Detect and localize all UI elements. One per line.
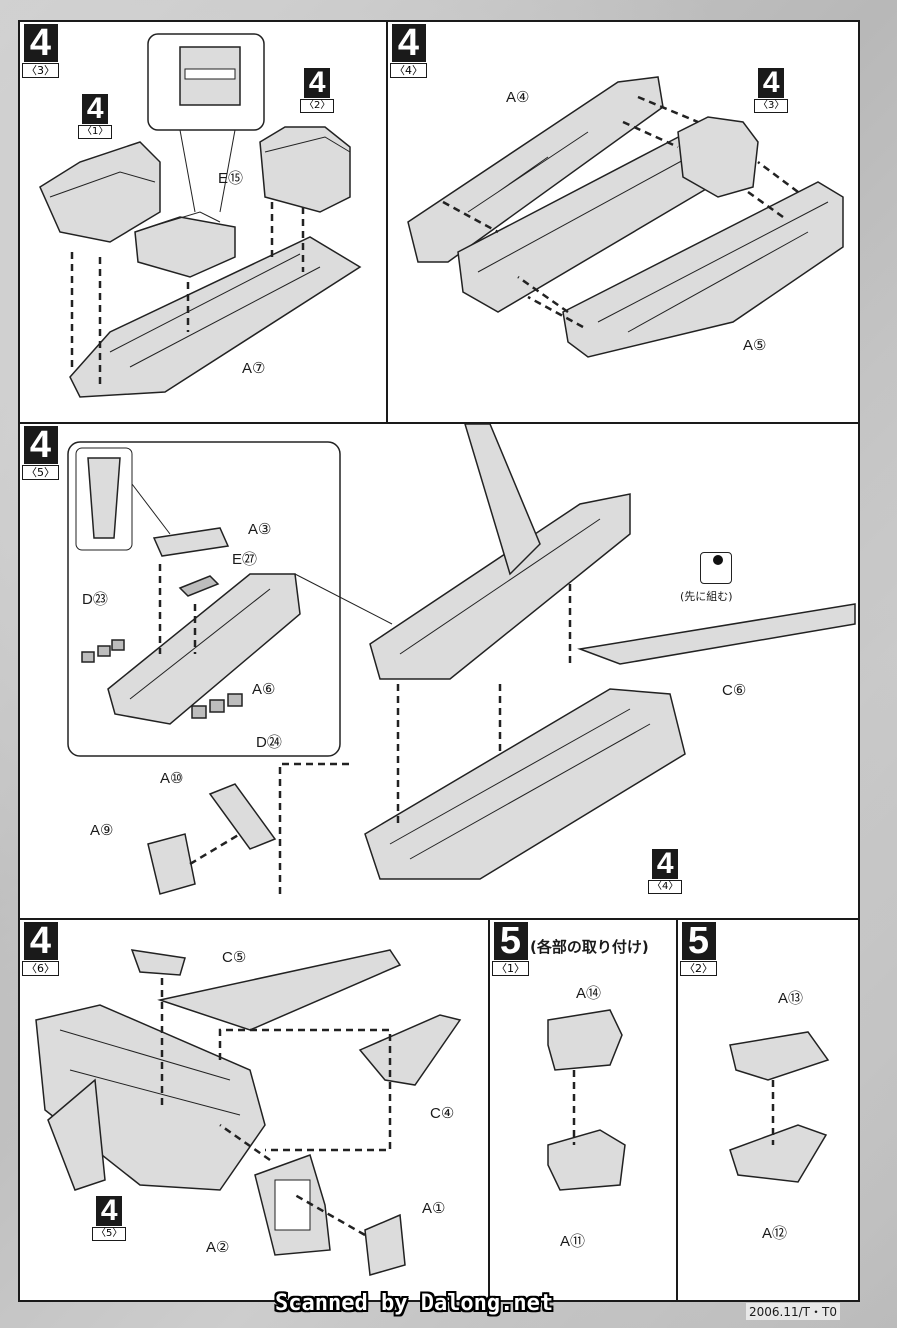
assemble-first-icon [700,552,732,584]
step-number: 4 [23,24,58,62]
panel-5-1-illustration [547,1009,626,1191]
sub-step-badge-4-2: 4 〈2〉 [300,68,335,113]
step-sub-number: 〈2〉 [680,961,717,976]
step-sub-number: 〈5〉 [22,465,59,480]
part-label-a11: A⑪ [560,1233,586,1250]
step-badge: 4 〈4〉 [390,24,427,78]
part-label-a13: A⑬ [778,990,804,1007]
panel-step-4-4: 4 〈4〉 4 〈3〉 A④ A⑤ [386,20,860,424]
step-number: 4 [23,426,58,464]
part-label-d24: D㉔ [256,734,282,751]
step-sub-number: 〈1〉 [492,961,529,976]
part-label-a7: A⑦ [242,360,266,377]
part-label-c4: C④ [430,1105,455,1122]
sub-step-badge-4-3: 4 〈3〉 [754,68,789,113]
part-label-a1: A① [422,1200,446,1217]
part-label-c6: C⑥ [722,682,747,699]
step-sub-number: 〈1〉 [78,125,113,139]
step-badge: 5 〈1〉 [492,922,529,976]
panel-step-5-1: 5 〈1〉 (各部の取り付け) A⑭ A⑪ [488,918,678,1302]
part-label-e27: E㉗ [232,551,258,568]
section-title: (各部の取り付け) [530,938,649,956]
sub-step-badge-4-1: 4 〈1〉 [78,94,113,139]
part-label-a5: A⑤ [743,337,767,354]
panel-step-4-6: 4 〈6〉 4 〈5〉 C⑤ C④ A① A② [18,918,492,1302]
panel-4-5-illustration [67,424,856,895]
part-label-a14: A⑭ [576,985,602,1002]
part-label-a10: A⑩ [160,770,184,787]
step-number: 5 [681,922,716,960]
step-badge: 4 〈6〉 [22,922,59,976]
part-label-e15: E⑮ [218,170,244,187]
step-number: 4 [391,24,426,62]
part-label-a9: A⑨ [90,822,114,839]
panel-step-4-5: 4 〈5〉 4 〈4〉 A③ E㉗ D㉓ A⑥ D㉔ A⑩ A⑨ C⑥ (先に組… [18,422,860,920]
step-sub-number: 〈4〉 [390,63,427,78]
scan-credit: Scanned by Dalong.net [275,1291,554,1316]
step-sub-number: 〈3〉 [754,99,789,113]
step-number: 4 [82,94,109,124]
panel-4-6-illustration [35,949,462,1276]
part-label-c5: C⑤ [222,949,247,966]
panel-step-5-2: 5 〈2〉 A⑬ A⑫ [676,918,860,1302]
print-code: 2006.11/T・T0 [746,1303,840,1320]
panel-4-4-illustration [407,76,844,358]
step-badge: 4 〈3〉 [22,24,59,78]
step-number: 4 [304,68,331,98]
step-number: 5 [493,922,528,960]
ref-step-badge-4-5: 4 〈5〉 [92,1196,127,1241]
step-number: 4 [758,68,785,98]
step-badge: 4 〈5〉 [22,426,59,480]
part-label-a6: A⑥ [252,681,276,698]
step-sub-number: 〈6〉 [22,961,59,976]
step-sub-number: 〈4〉 [648,880,683,894]
step-number: 4 [652,849,679,879]
step-number: 4 [96,1196,123,1226]
part-label-a4: A④ [506,89,530,106]
step-badge: 5 〈2〉 [680,922,717,976]
part-label-a12: A⑫ [762,1225,788,1242]
step-sub-number: 〈3〉 [22,63,59,78]
panel-5-2-illustration [729,1031,830,1183]
part-label-a2: A② [206,1239,230,1256]
step-sub-number: 〈5〉 [92,1227,127,1241]
ref-step-badge-4-4: 4 〈4〉 [648,849,683,894]
part-label-a3: A③ [248,521,272,538]
part-label-d23: D㉓ [82,591,108,608]
step-sub-number: 〈2〉 [300,99,335,113]
panel-step-4-3: 4 〈3〉 4 〈1〉 4 〈2〉 E⑮ A⑦ [18,20,388,424]
panel-4-3-illustration [39,33,362,398]
step-number: 4 [23,922,58,960]
assemble-first-note: (先に組む) [680,590,733,603]
